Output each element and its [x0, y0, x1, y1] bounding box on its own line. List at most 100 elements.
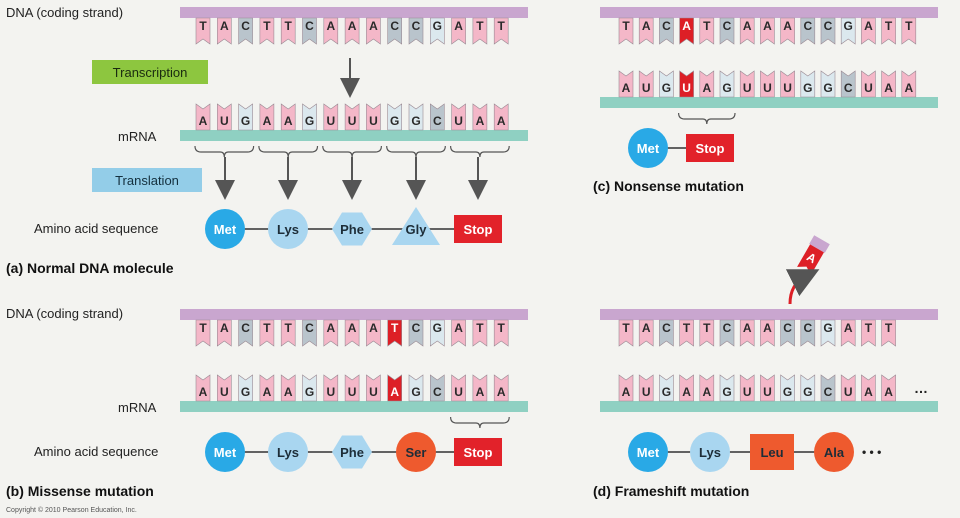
mrna-b-base-letter: A [497, 385, 506, 399]
dna-c-base-letter: A [642, 19, 651, 33]
dna-b-base-letter: A [326, 321, 335, 335]
codon-bracket [450, 416, 510, 429]
mrna-b-base [451, 374, 466, 402]
mrna-b-base [472, 374, 488, 402]
dna-a-base-letter: C [241, 19, 250, 33]
dna-d-base-letter: T [865, 321, 873, 335]
transcription-label: Transcription [113, 65, 188, 80]
dna-label-a: DNA (coding strand) [6, 5, 123, 20]
amino-c-met-label: Met [637, 141, 660, 156]
amino-b-phe-shape [332, 435, 372, 469]
dna-b-base [259, 319, 275, 347]
amino-a-stop-label: Stop [464, 222, 493, 237]
dna-a-base-letter: T [498, 19, 506, 33]
dna-c-base-letter: C [803, 19, 812, 33]
dna-d-base-letter: T [622, 321, 630, 335]
caption-a: (a) Normal DNA molecule [6, 260, 174, 276]
dna-a-base-letter: T [476, 19, 484, 33]
dna-b-base-letter: C [241, 321, 250, 335]
mrna-a-base-letter: U [348, 114, 357, 128]
mrna-c-base-letter: U [763, 81, 772, 95]
mrna-a-base-letter: U [326, 114, 335, 128]
dna-c-base [659, 17, 674, 45]
dna-b-base-letter: C [305, 321, 314, 335]
mrna-c-base [901, 70, 917, 98]
dna-a-base-letter: C [390, 19, 399, 33]
mrna-a-base-letter: A [476, 114, 485, 128]
mrna-b-base [493, 374, 509, 402]
dna-d-base [618, 319, 634, 347]
mrna-d-base-letter: G [722, 385, 731, 399]
mrna-a-base-letter: A [199, 114, 208, 128]
dna-a-base-letter: C [412, 19, 421, 33]
dna-d-base [820, 319, 836, 347]
dna-a-base-letter: A [348, 19, 357, 33]
amino-b-ser-label: Ser [406, 445, 427, 460]
codon-bracket [258, 145, 319, 158]
dna-b-base [323, 319, 339, 347]
mrna-d-base-letter: A [702, 385, 711, 399]
dna-b-base-letter: T [285, 321, 293, 335]
dna-d-base [679, 319, 694, 347]
amino-label-a: Amino acid sequence [34, 221, 158, 236]
amino-a-met-label: Met [214, 222, 237, 237]
amino-b-ser-shape [396, 432, 436, 472]
dna-c-base-letter: T [905, 19, 913, 33]
mrna-d-base [780, 374, 795, 402]
dna-d-base [739, 319, 755, 347]
amino-b-lys-shape [268, 432, 308, 472]
mrna-a-base [280, 103, 296, 131]
mrna-c-base-letter: A [884, 81, 893, 95]
dna-c-base-letter: C [662, 19, 671, 33]
mrna-d-base [659, 374, 674, 402]
dna-d-base [780, 319, 795, 347]
dna-b-base-letter: G [433, 321, 442, 335]
mrna-c-base-letter: A [904, 81, 913, 95]
dna-c-base [780, 17, 795, 45]
mrna-a-base [451, 103, 466, 131]
mrna-c-base [739, 70, 755, 98]
amino-d-lys-label: Lys [699, 445, 721, 460]
caption-c: (c) Nonsense mutation [593, 178, 744, 194]
deletion-arrow [785, 269, 820, 305]
mrna-b-base [408, 374, 424, 402]
mrna-b-base [280, 374, 296, 402]
mrna-c-base [840, 70, 856, 98]
dna-c-base [699, 17, 715, 45]
mrna-b-base [195, 374, 211, 402]
mrna-c-base [719, 70, 735, 98]
dna-d-base-letter: T [683, 321, 691, 335]
mrna-b-base-letter: C [433, 385, 442, 399]
dna-d-base [638, 319, 654, 347]
amino-d-met-shape [628, 432, 668, 472]
dna-b-base-letter: C [412, 321, 421, 335]
dna-b-base-letter: A [369, 321, 378, 335]
dna-d-base-letter: C [723, 321, 732, 335]
amino-a-gly-label: Gly [406, 222, 428, 237]
mrna-d-base-letter: U [844, 385, 853, 399]
dna-b-base [493, 319, 509, 347]
mrna-a-base [430, 103, 445, 131]
dna-c-base-letter: T [622, 19, 630, 33]
amino-a-stop-shape [454, 215, 502, 243]
amino-a-lys-label: Lys [277, 222, 299, 237]
amino-d-ala-label: Ala [824, 445, 845, 460]
dna-b-base [344, 319, 360, 347]
dna-a-base-letter: A [369, 19, 378, 33]
mrna-b-base [430, 374, 445, 402]
mrna-a-base [493, 103, 509, 131]
amino-b-stop-label: Stop [464, 445, 493, 460]
mrna-label-b: mRNA [118, 400, 157, 415]
amino-d-lys-shape [690, 432, 730, 472]
dna-b-base [238, 319, 253, 347]
dna-d-base-letter: C [803, 321, 812, 335]
dna-b-backbone [180, 309, 528, 320]
dna-b-base [430, 319, 445, 347]
mrna-b-base-letter: A [263, 385, 272, 399]
dna-a-base [493, 17, 509, 45]
mrna-a-base [408, 103, 424, 131]
mrna-ellipsis: … [914, 380, 928, 396]
translation-label: Translation [115, 173, 179, 188]
mrna-c-base-letter: A [702, 81, 711, 95]
